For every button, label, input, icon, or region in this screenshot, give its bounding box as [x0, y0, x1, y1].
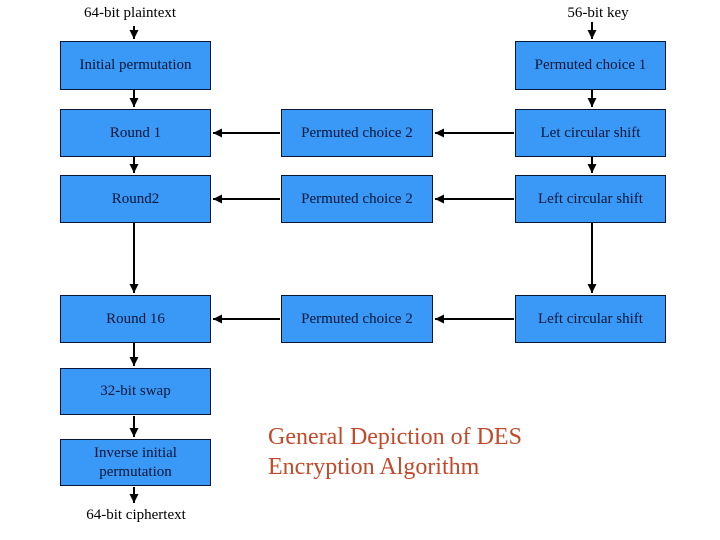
round-2-box: Round2: [60, 175, 211, 223]
round-16-box: Round 16: [60, 295, 211, 343]
permuted-choice-2-box-row1: Permuted choice 2: [281, 109, 433, 157]
round-1-box: Round 1: [60, 109, 211, 157]
plaintext-label: 64-bit plaintext: [83, 5, 177, 21]
permuted-choice-2-box-row2: Permuted choice 2: [281, 175, 433, 223]
slide-caption: General Depiction of DES Encryption Algo…: [268, 422, 522, 482]
32-bit-swap-box: 32-bit swap: [60, 368, 211, 415]
caption-line-1: General Depiction of DES: [268, 424, 522, 450]
circular-shift-box-row1: Let circular shift: [515, 109, 666, 157]
ciphertext-label: 64-bit ciphertext: [86, 507, 186, 523]
key-label: 56-bit key: [567, 5, 629, 21]
circular-shift-box-row2: Left circular shift: [515, 175, 666, 223]
circular-shift-box-row3: Left circular shift: [515, 295, 666, 343]
caption-line-2: Encryption Algorithm: [268, 454, 480, 480]
inverse-initial-permutation-box: Inverse initial permutation: [60, 439, 211, 486]
initial-permutation-box: Initial permutation: [60, 41, 211, 90]
permuted-choice-1-box: Permuted choice 1: [515, 41, 666, 90]
permuted-choice-2-box-row3: Permuted choice 2: [281, 295, 433, 343]
